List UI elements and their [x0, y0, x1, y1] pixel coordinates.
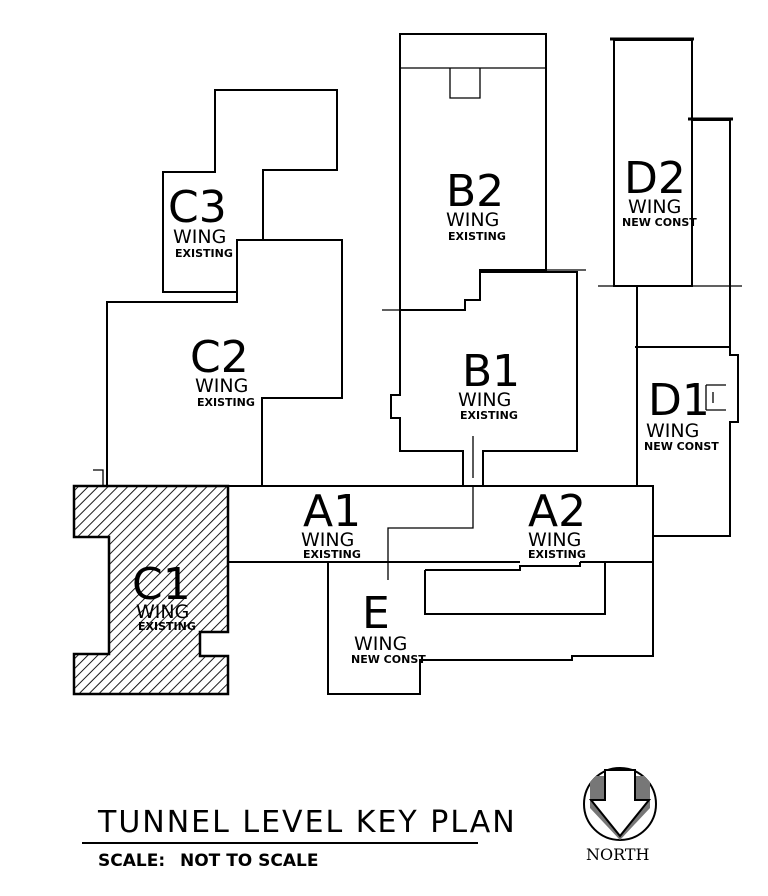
svg-text:B2: B2 — [446, 166, 504, 217]
svg-text:B1: B1 — [462, 346, 520, 397]
wing-d2-annex — [692, 119, 731, 286]
svg-text:D2: D2 — [624, 153, 686, 204]
label-d1: D1 WING NEW CONST — [644, 375, 719, 453]
svg-text:WING: WING — [458, 389, 511, 411]
wing-c2-notch — [93, 469, 104, 486]
svg-text:EXISTING: EXISTING — [197, 396, 255, 409]
svg-text:E: E — [362, 588, 390, 639]
svg-text:C3: C3 — [168, 182, 227, 233]
wing-c1-hatched — [72, 484, 230, 696]
wing-a-corridor — [228, 485, 654, 563]
svg-text:WING: WING — [301, 529, 354, 551]
svg-text:EXISTING: EXISTING — [460, 409, 518, 422]
svg-text:D1: D1 — [648, 375, 710, 426]
svg-text:WING: WING — [628, 196, 681, 218]
svg-text:EXISTING: EXISTING — [528, 548, 586, 561]
svg-text:WING: WING — [646, 420, 699, 442]
svg-text:C2: C2 — [190, 332, 249, 383]
svg-text:A1: A1 — [303, 486, 361, 537]
wing-a-connector — [387, 486, 474, 580]
label-d2: D2 WING NEW CONST — [622, 153, 697, 229]
plan-title: TUNNEL LEVEL KEY PLAN — [97, 805, 517, 840]
svg-text:EXISTING: EXISTING — [448, 230, 506, 243]
svg-text:EXISTING: EXISTING — [138, 620, 196, 633]
north-label: NORTH — [586, 845, 650, 864]
label-b2: B2 WING EXISTING — [446, 166, 506, 243]
svg-text:NEW CONST: NEW CONST — [644, 440, 719, 453]
label-c3: C3 WING EXISTING — [168, 182, 233, 260]
wing-e-outline — [327, 562, 654, 695]
label-a2: A2 WING EXISTING — [528, 486, 586, 561]
svg-text:NEW CONST: NEW CONST — [622, 216, 697, 229]
svg-text:WING: WING — [446, 209, 499, 231]
svg-text:NEW CONST: NEW CONST — [351, 653, 426, 666]
svg-text:WING: WING — [173, 226, 226, 248]
label-b1: B1 WING EXISTING — [458, 346, 520, 422]
wing-b2-notch — [449, 68, 481, 99]
svg-text:EXISTING: EXISTING — [303, 548, 361, 561]
scale-label: SCALE: — [98, 851, 165, 871]
label-c1: C1 WING EXISTING — [132, 559, 196, 633]
label-e: E WING NEW CONST — [351, 588, 426, 666]
svg-text:A2: A2 — [528, 486, 586, 537]
north-arrow-icon — [583, 767, 657, 841]
wing-d1-notch — [705, 384, 726, 411]
label-c2: C2 WING EXISTING — [190, 332, 255, 409]
label-a1: A1 WING EXISTING — [301, 486, 361, 561]
svg-text:C1: C1 — [132, 559, 191, 610]
svg-text:WING: WING — [354, 633, 407, 655]
scale-value: NOT TO SCALE — [180, 851, 318, 871]
svg-text:WING: WING — [528, 529, 581, 551]
svg-text:EXISTING: EXISTING — [175, 247, 233, 260]
wing-c2-outline — [106, 239, 343, 486]
svg-text:WING: WING — [195, 375, 248, 397]
wing-b1-outline — [390, 271, 578, 486]
svg-text:WING: WING — [136, 601, 189, 623]
